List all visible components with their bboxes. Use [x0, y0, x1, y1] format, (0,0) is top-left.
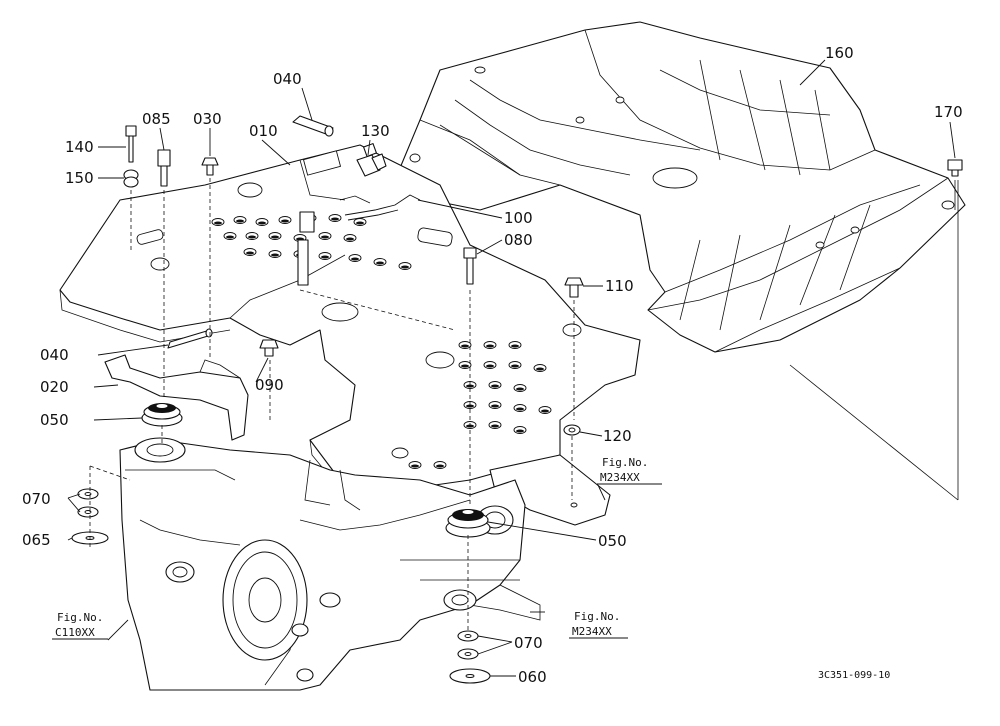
drawing-code: 3C351-099-10 — [818, 670, 890, 681]
callout-080: 080 — [504, 231, 533, 249]
plate-hole-shadow — [511, 364, 519, 368]
washers-part-070-left — [77, 488, 99, 518]
callout-160: 160 — [825, 44, 854, 62]
plate-hole-shadow — [356, 221, 364, 225]
cable-part-100 — [297, 194, 421, 286]
bolt-part-170 — [947, 159, 963, 177]
washer-part-060 — [449, 668, 491, 684]
plate-hole-shadow — [281, 219, 289, 223]
callout-065: 065 — [22, 531, 51, 549]
fig-ref-m234xx-lower-code: M234XX — [572, 625, 612, 638]
callout-070-left: 070 — [22, 490, 51, 508]
plate-hole-shadow — [331, 217, 339, 221]
plate-hole-shadow — [486, 364, 494, 368]
plate-hole-shadow — [536, 367, 544, 371]
plate-hole-shadow — [271, 253, 279, 257]
plate-hole-shadow — [511, 344, 519, 348]
callout-110: 110 — [605, 277, 634, 295]
plate-hole-shadow — [486, 344, 494, 348]
callout-050-lower: 050 — [598, 532, 627, 550]
plate-hole-shadow — [271, 235, 279, 239]
plate-hole-shadow — [516, 407, 524, 411]
callout-020: 020 — [40, 378, 69, 396]
isolator-part-050-upper — [141, 403, 183, 427]
fig-ref-m234xx-upper-code: M234XX — [600, 471, 640, 484]
plate-hole-shadow — [491, 384, 499, 388]
pin-part-040-upper — [292, 115, 334, 137]
bolt-part-080 — [463, 247, 477, 285]
callout-100: 100 — [504, 209, 533, 227]
leader-lines — [52, 59, 956, 677]
callout-120: 120 — [603, 427, 632, 445]
bracket-part-020 — [104, 354, 249, 441]
plate-hole-shadow — [491, 404, 499, 408]
plate-hole-shadow — [466, 384, 474, 388]
plate-hole-shadow — [248, 235, 256, 239]
fig-ref-m234xx-upper-title: Fig.No. — [602, 456, 648, 469]
callout-labels: 160 170 040 085 030 010 130 140 150 100 … — [22, 44, 963, 686]
callout-040-lower: 040 — [40, 346, 69, 364]
callout-060: 060 — [518, 668, 547, 686]
fig-ref-c110xx-title: Fig.No. — [57, 611, 103, 624]
plate-hole-shadow — [516, 429, 524, 433]
plate-hole-shadow — [376, 261, 384, 265]
plate-hole-shadow — [541, 409, 549, 413]
plate-hole-shadow — [214, 221, 222, 225]
floor-mat-part-160 — [399, 21, 966, 353]
callout-140: 140 — [65, 138, 94, 156]
plate-hole-shadow — [401, 265, 409, 269]
plate-hole-shadow — [321, 235, 329, 239]
plate-hole-shadow — [491, 424, 499, 428]
plate-hole-shadow — [346, 237, 354, 241]
pin-part-040-lower — [167, 328, 213, 349]
plate-hole-shadow — [258, 221, 266, 225]
figure-references: Fig.No. M234XX Fig.No. C110XX Fig.No. M2… — [55, 456, 648, 639]
plate-hole-shadow — [461, 344, 469, 348]
plate-hole-shadow — [351, 257, 359, 261]
plate-hole-shadow — [321, 255, 329, 259]
washer-part-120 — [563, 424, 581, 436]
washers-part-070-right — [457, 630, 479, 660]
alignment-lines — [89, 178, 959, 630]
callout-050-upper: 050 — [40, 411, 69, 429]
callout-170: 170 — [934, 103, 963, 121]
fitting-part-130 — [356, 143, 387, 177]
bolt-part-110 — [564, 277, 584, 298]
plate-hole-shadow — [461, 364, 469, 368]
callout-085: 085 — [142, 110, 171, 128]
isolator-part-050-lower — [445, 509, 491, 538]
plate-hole-shadow — [226, 235, 234, 239]
callout-150: 150 — [65, 169, 94, 187]
fig-ref-m234xx-lower-title: Fig.No. — [574, 610, 620, 623]
bolt-part-090 — [259, 339, 279, 357]
plate-hole-shadow — [236, 219, 244, 223]
plate-hole-shadow — [411, 464, 419, 468]
callout-030: 030 — [193, 110, 222, 128]
bolt-part-030 — [201, 157, 219, 176]
plate-hole-shadow — [516, 387, 524, 391]
washer-part-150 — [123, 169, 139, 188]
plate-hole-shadow — [246, 251, 254, 255]
callout-130: 130 — [361, 122, 390, 140]
callout-070-right: 070 — [514, 634, 543, 652]
bolt-part-140 — [125, 125, 137, 163]
plate-hole-shadow — [436, 464, 444, 468]
bolt-part-085 — [157, 149, 171, 187]
fig-ref-c110xx-code: C110XX — [55, 626, 95, 639]
callout-040-upper: 040 — [273, 70, 302, 88]
callout-010: 010 — [249, 122, 278, 140]
callout-090: 090 — [255, 376, 284, 394]
